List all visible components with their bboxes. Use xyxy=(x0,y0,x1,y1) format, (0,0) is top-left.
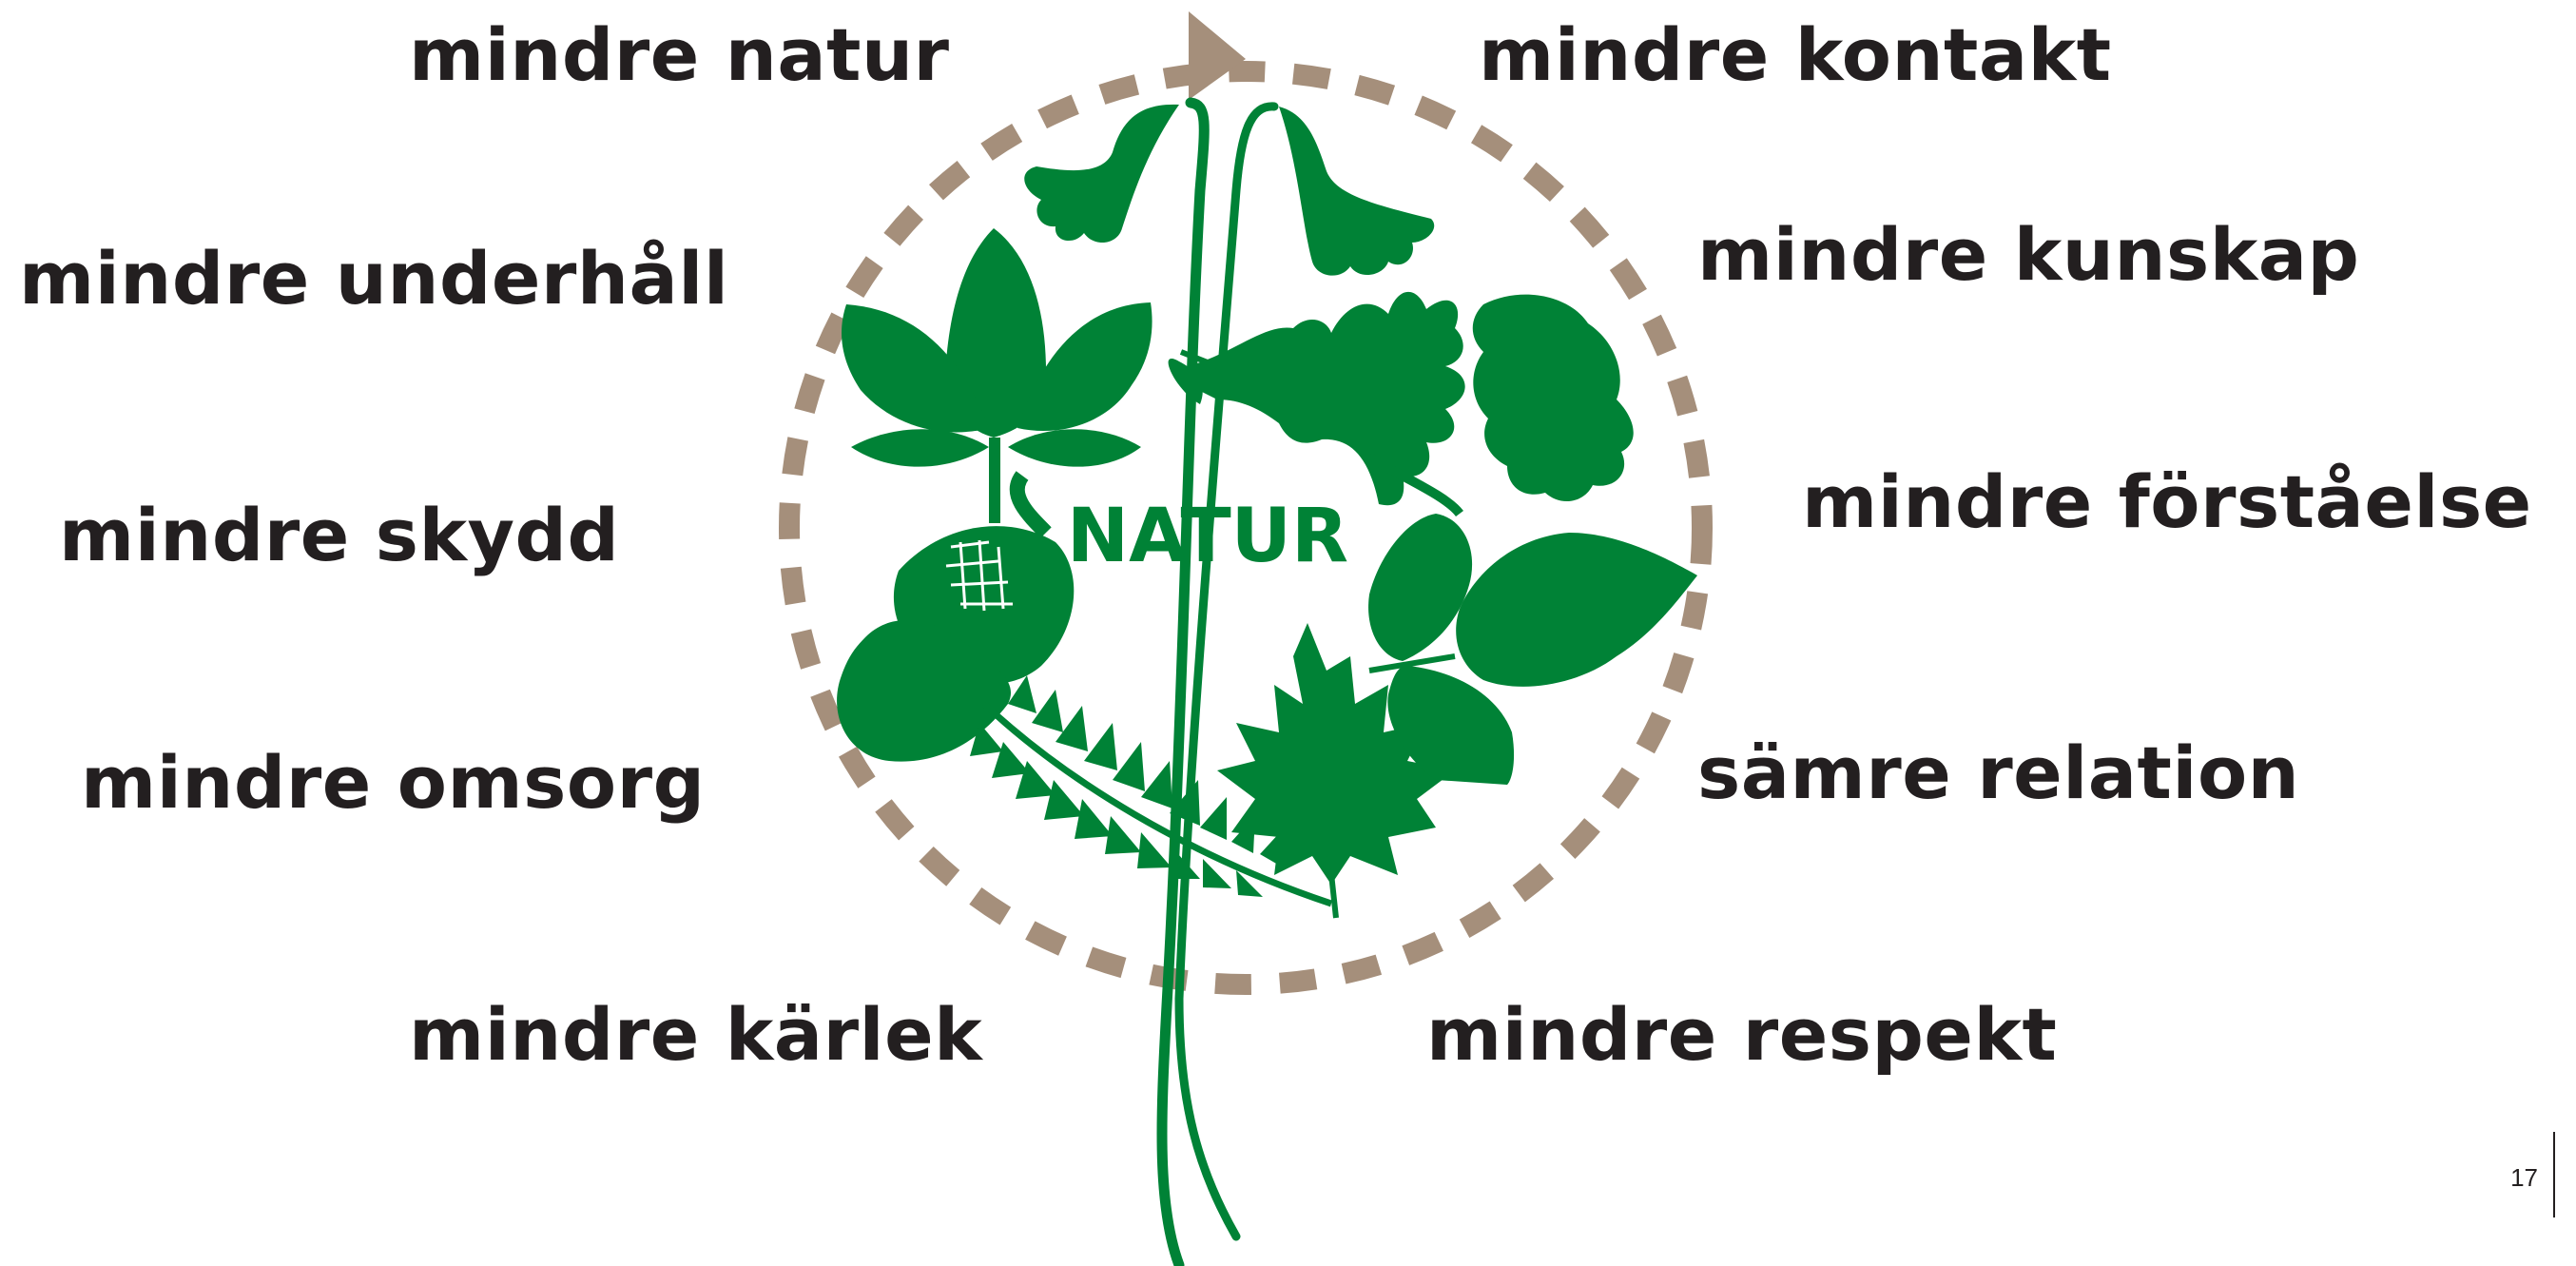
center-label: NATUR xyxy=(1067,494,1348,579)
cycle-arrow-icon xyxy=(1189,11,1246,100)
label-samre-relation: sämre relation xyxy=(1697,737,2299,809)
oak-leaf-icon xyxy=(1473,295,1634,501)
round-leaf-icon xyxy=(1368,514,1472,661)
label-mindre-respekt: mindre respekt xyxy=(1426,999,2057,1071)
label-mindre-forstaelse: mindre förståelse xyxy=(1802,466,2532,538)
label-mindre-kunskap: mindre kunskap xyxy=(1697,219,2359,291)
bellflower-icon xyxy=(1279,107,1434,276)
label-mindre-karlek: mindre kärlek xyxy=(409,999,982,1071)
birch-leaf-icon xyxy=(1456,533,1697,687)
chestnut-stem xyxy=(989,438,1000,523)
page-number: 17 xyxy=(2510,1165,2538,1190)
label-mindre-omsorg: mindre omsorg xyxy=(81,747,705,819)
oak-leaf-icon xyxy=(1189,292,1465,505)
page-divider xyxy=(2553,1132,2555,1217)
chestnut-leaf-icon xyxy=(1008,429,1141,466)
label-mindre-kontakt: mindre kontakt xyxy=(1479,19,2112,91)
label-mindre-natur: mindre natur xyxy=(409,19,950,91)
label-mindre-skydd: mindre skydd xyxy=(59,499,619,572)
label-mindre-underhall: mindre underhåll xyxy=(19,243,728,315)
chestnut-leaf-icon xyxy=(851,429,989,466)
plant-illustration xyxy=(837,103,1697,1265)
